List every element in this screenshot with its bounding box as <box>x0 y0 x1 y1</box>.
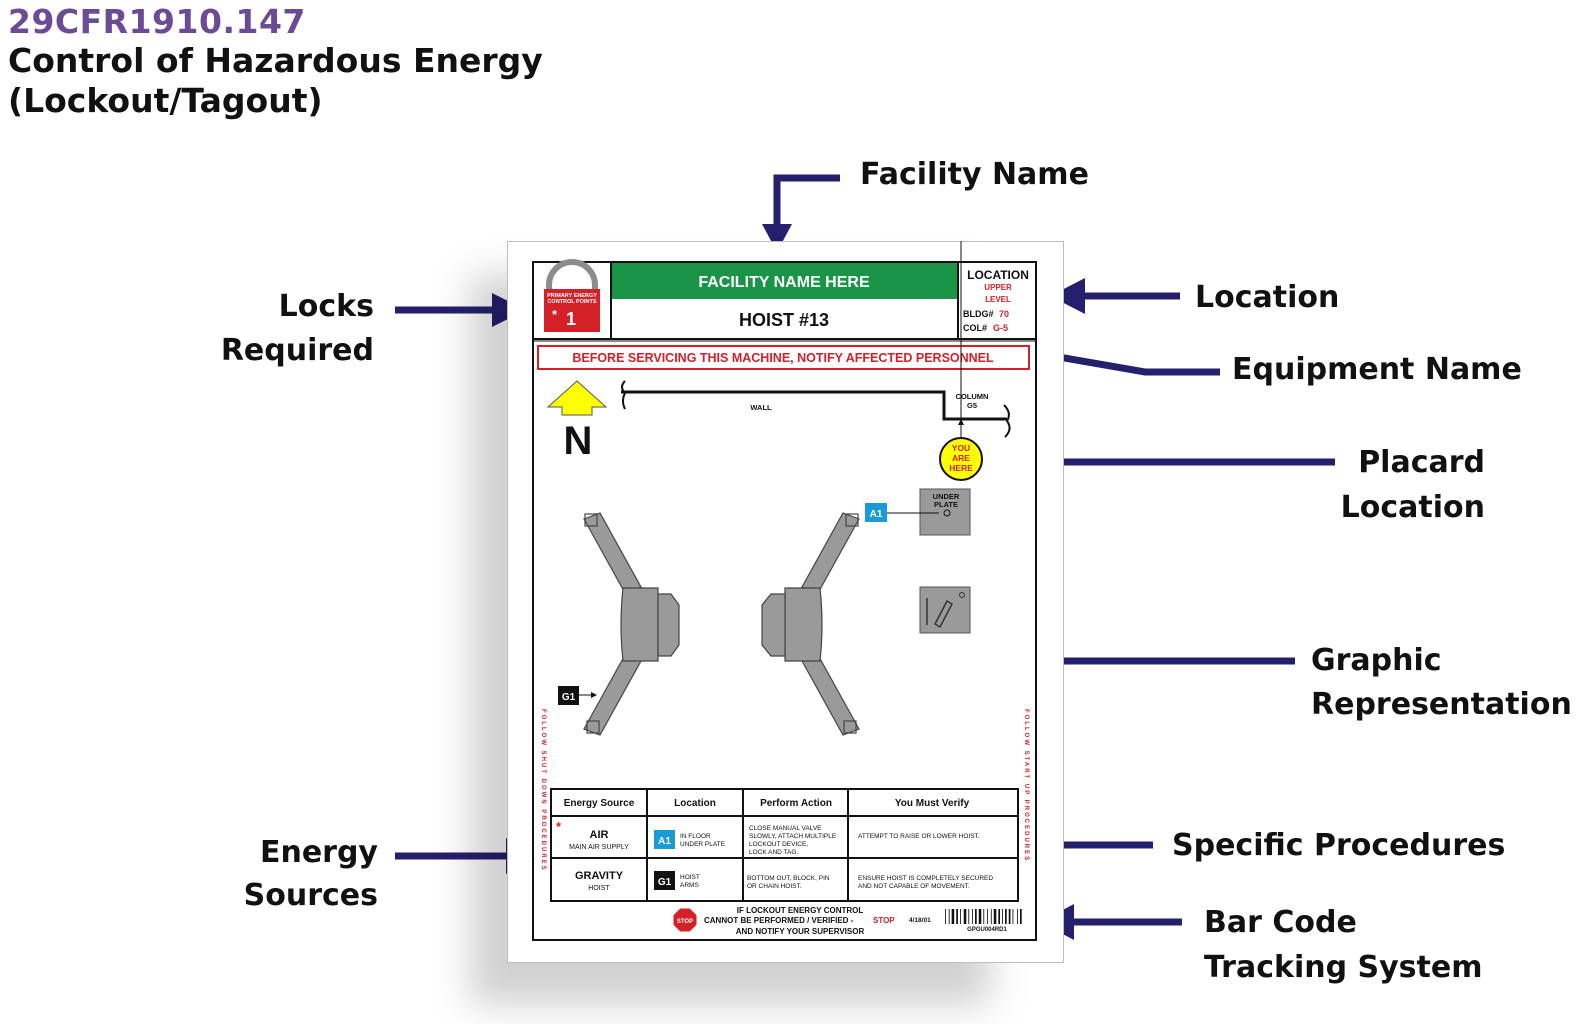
bldg-label: BLDG# <box>963 309 994 319</box>
row1-marker: * <box>556 819 562 834</box>
row2-verify-1: ENSURE HOIST IS COMPLETELY SECURED <box>858 875 993 882</box>
placard-date: 4/18/01 <box>909 917 931 924</box>
footer-line-3: AND NOTIFY YOUR SUPERVISOR <box>736 927 865 936</box>
bldg-value: 70 <box>999 309 1009 319</box>
hoist-arm-right <box>761 512 860 736</box>
callout-graphic-line1: Graphic <box>1311 643 1442 678</box>
barcode-id: GPGU004RD1 <box>967 927 1007 933</box>
row1-source: AIR <box>590 829 609 841</box>
row2-source-sub: HOIST <box>588 885 610 892</box>
lock-star: * <box>552 307 558 322</box>
row2-verify-2: AND NOT CAPABLE OF MOVEMENT. <box>858 883 970 890</box>
side-shutdown-text: FOLLOW SHUT DOWN PROCEDURES <box>540 709 546 872</box>
location-level-1: UPPER <box>984 283 1012 292</box>
under-plate-box <box>919 488 971 536</box>
row1-tag-text: A1 <box>658 836 671 847</box>
under-plate-1: UNDER <box>933 492 960 501</box>
row1-verify-1: ATTEMPT TO RAISE OR LOWER HOIST. <box>858 833 980 840</box>
padlock-icon <box>544 259 600 332</box>
north-label: N <box>564 419 593 463</box>
row1-action-4: LOCK AND TAG. <box>749 849 798 856</box>
footer-line-2b: STOP <box>873 916 895 925</box>
row2-loc-1: HOIST <box>680 874 700 881</box>
callout-barcode-line1: Bar Code <box>1204 905 1357 940</box>
tag-a1-map <box>865 503 887 522</box>
callout-energy-line1: Energy <box>259 835 378 870</box>
row2-tag-text: G1 <box>658 877 672 888</box>
callout-placard-line1: Placard <box>1358 445 1485 480</box>
callout-location: Location <box>1195 280 1340 315</box>
tag-g1-map-text: G1 <box>562 692 576 703</box>
warning-text: BEFORE SERVICING THIS MACHINE, NOTIFY AF… <box>572 351 994 365</box>
row1-tag <box>654 830 675 849</box>
callout-locks-line2: Required <box>220 333 374 368</box>
row1-source-sub: MAIN AIR SUPPLY <box>569 844 629 851</box>
footer-line-1: IF LOCKOUT ENERGY CONTROL <box>737 906 864 915</box>
callout-placard-line2: Location <box>1340 490 1485 525</box>
row2-loc-2: ARMS <box>680 882 699 889</box>
you-are-here-marker <box>939 437 983 481</box>
row1-action-3: LOCKOUT DEVICE, <box>749 841 808 848</box>
callout-equipment-name: Equipment Name <box>1232 352 1522 387</box>
placard-header-border <box>532 261 1037 340</box>
table-header-verify: You Must Verify <box>895 798 970 809</box>
equipment-name-text: HOIST #13 <box>739 310 829 330</box>
table-header-action: Perform Action <box>760 798 832 809</box>
col-label: COL# <box>963 323 987 333</box>
row1-action-1: CLOSE MANUAL VALVE <box>749 825 822 832</box>
title-line-2: (Lockout/Tagout) <box>8 81 323 120</box>
arrow-location-head <box>1050 278 1085 314</box>
lock-count: 1 <box>566 309 576 329</box>
you-are-here-3: HERE <box>949 463 973 473</box>
title-line-1: Control of Hazardous Energy <box>8 41 543 80</box>
under-plate-2: PLATE <box>934 500 958 509</box>
footer-line-2a: CANNOT BE PERFORMED / VERIFIED - <box>704 916 854 925</box>
row2-tag <box>654 871 675 890</box>
lock-text-2: CONTROL POINTS <box>547 299 596 305</box>
row2-action-2: OR CHAIN HOIST. <box>747 883 802 890</box>
you-are-here-2: ARE <box>952 453 970 463</box>
row1-loc-1: IN FLOOR <box>680 833 711 840</box>
location-label: LOCATION <box>967 268 1029 282</box>
wall-label: WALL <box>750 403 772 412</box>
regulation-code: 29CFR1910.147 <box>8 2 306 41</box>
pencil-icon <box>934 599 953 629</box>
arrow-facility-name-head <box>762 224 792 252</box>
table-header-source: Energy Source <box>564 798 635 809</box>
row2-source: GRAVITY <box>575 870 624 882</box>
callout-facility-name: Facility Name <box>860 157 1089 192</box>
stop-sign-text: STOP <box>677 919 693 925</box>
arrow-facility-name <box>773 174 840 228</box>
tag-g1-map <box>558 686 579 705</box>
side-startup-text: FOLLOW START UP PROCEDURES <box>1023 709 1029 862</box>
valve-icon <box>943 509 951 517</box>
wall-line <box>621 390 1007 421</box>
placard: PRIMARY ENERGY CONTROL POINTS * 1 FACILI… <box>532 241 1037 941</box>
col-value: G-5 <box>993 323 1008 333</box>
north-arrow-icon <box>546 380 608 416</box>
you-are-here-1: YOU <box>952 443 970 453</box>
energy-table <box>550 788 1019 902</box>
column-label-1: COLUMN <box>956 392 989 401</box>
tag-a1-map-text: A1 <box>870 509 883 520</box>
lock-text-1: PRIMARY ENERGY <box>547 293 597 299</box>
facility-name-banner <box>612 263 957 299</box>
row1-action-2: SLOWLY, ATTACH MULTIPLE <box>749 833 837 840</box>
barcode <box>945 909 1022 924</box>
stop-sign-icon <box>672 907 698 933</box>
callout-barcode-line2: Tracking System <box>1204 950 1483 985</box>
location-level-2: LEVEL <box>985 295 1011 304</box>
callout-graphic-line2: Representation <box>1311 687 1572 722</box>
callout-locks-line1: Locks <box>278 289 374 324</box>
hoist-arm-left <box>583 512 680 736</box>
callout-specific-procedures: Specific Procedures <box>1172 828 1506 863</box>
table-header-location: Location <box>674 798 716 809</box>
note-plate-box <box>919 586 971 634</box>
column-label-2: G5 <box>967 401 977 410</box>
row1-loc-2: UNDER PLATE <box>680 841 726 848</box>
callout-energy-line2: Sources <box>243 878 378 913</box>
row2-action-1: BOTTOM OUT, BLOCK, PIN <box>747 875 830 882</box>
warning-box <box>537 345 1030 370</box>
facility-name-text: FACILITY NAME HERE <box>698 274 870 291</box>
